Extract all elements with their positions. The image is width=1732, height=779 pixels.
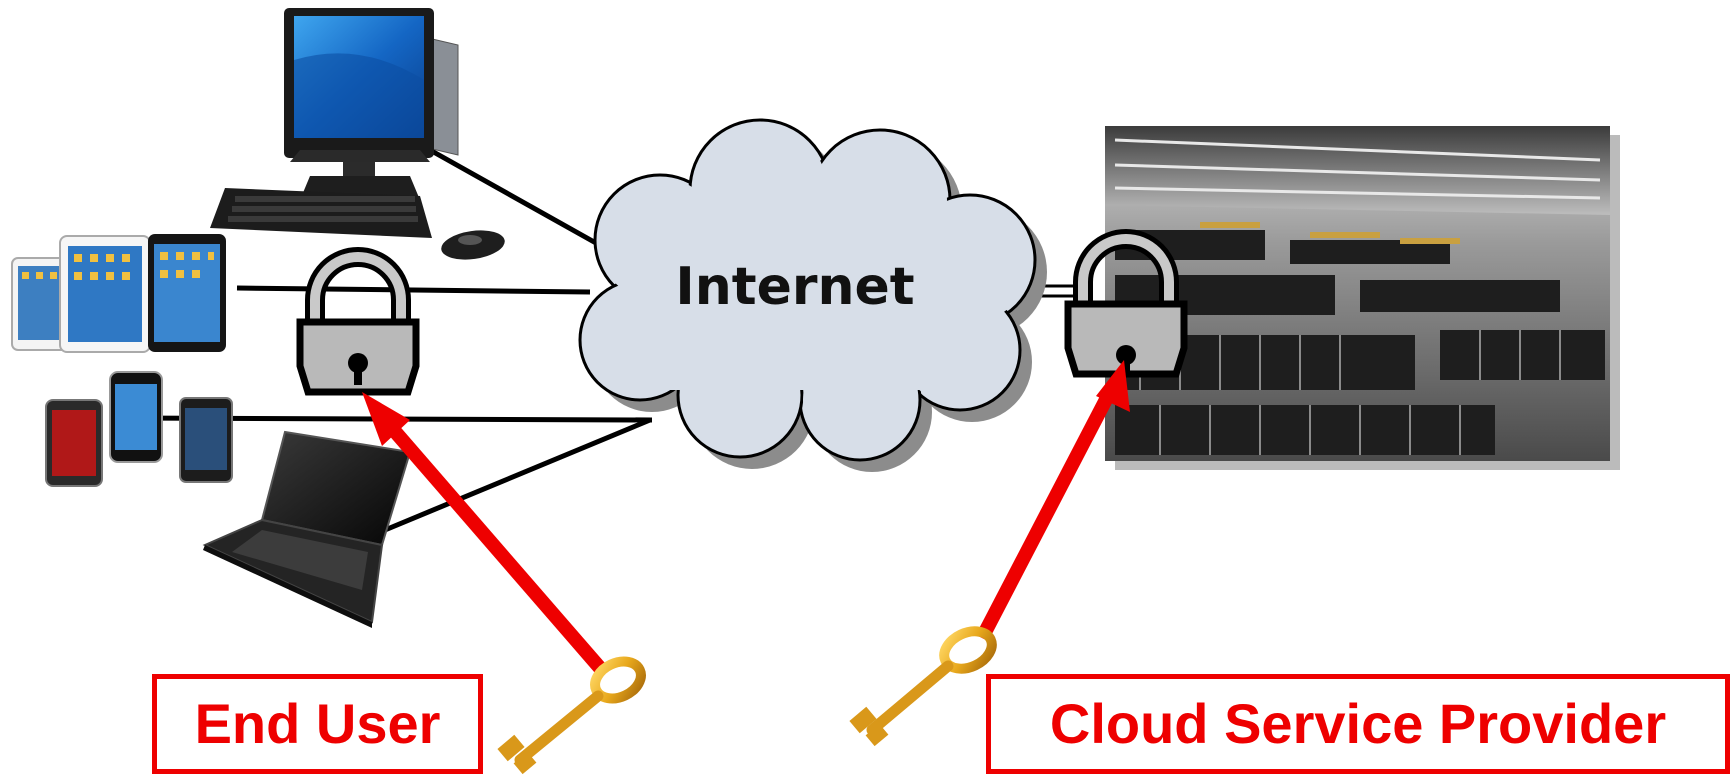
arrow-provider	[975, 384, 1119, 642]
padlock-icon-end-user	[296, 247, 420, 396]
arrow-end-user-head	[362, 392, 410, 446]
key-icon-provider	[849, 626, 997, 747]
link-desktop	[428, 147, 614, 255]
internet-cloud: Internet	[578, 118, 1047, 472]
end-user-label: End User	[152, 674, 483, 774]
desktop-computer-icon	[284, 8, 459, 200]
cloud-service-provider-text: Cloud Service Provider	[1049, 692, 1667, 755]
key-icon-end-user	[497, 656, 646, 775]
datacenter-photo	[1105, 126, 1620, 470]
padlock-icon-provider	[1064, 229, 1188, 378]
keyboard-icon	[210, 188, 432, 238]
smartphone-icon	[45, 371, 233, 487]
end-user-text: End User	[194, 692, 441, 755]
link-tablets	[236, 285, 591, 295]
arrow-provider-head	[1096, 360, 1130, 412]
key-arrows	[362, 360, 1130, 673]
tablet-icon	[11, 234, 226, 353]
arrow-end-user	[379, 415, 606, 673]
laptop-icon	[202, 430, 412, 628]
mouse-icon	[441, 230, 505, 260]
link-laptop	[384, 417, 651, 533]
internet-label: Internet	[675, 257, 914, 317]
cloud-service-provider-label: Cloud Service Provider	[986, 674, 1730, 774]
